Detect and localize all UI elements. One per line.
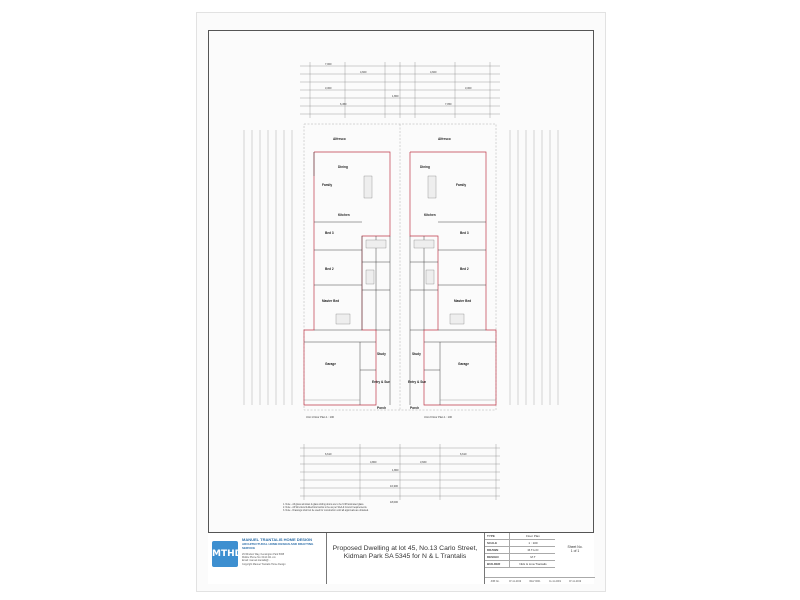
field-value: M.T [509,554,556,560]
dim-label: 4,800 [370,460,377,464]
title-fields: TYPE Floor Plan SCALE 1 : 100 DRAWN M.T.… [484,533,595,584]
company-services: ARCHITECTURAL HOME DESIGN AND DRAFTING S… [242,542,314,550]
field-type: TYPE Floor Plan [485,533,555,540]
room-kitchen-left: Kitchen [338,213,350,217]
room-master-left: Master Bed [322,299,339,303]
dim-label: 6,610 [325,452,332,456]
room-alfresco-left: Alfresco [333,137,346,141]
dim-label: 1,800 [392,94,399,98]
sheet-number: Sheet No. 1 of 1 [557,545,593,553]
room-dining-left: Dining [338,165,348,169]
room-family-left: Family [322,183,332,187]
room-family-right: Family [456,183,466,187]
revision-cell: 07-11-2019 [508,580,522,583]
room-bed3-left: Bed 3 [325,231,334,235]
room-bed2-right: Bed 2 [460,267,469,271]
fixtures [335,175,465,325]
field-builder: BUILDER Nick & Lina Trantalis [485,561,555,568]
project-line: Proposed Dwelling at lot 45, No.13 Carlo… [332,545,478,552]
unit-left-label: Unit 1 Floor Plan 1 : 100 [306,415,335,419]
room-porch-left: Porch [377,406,386,410]
room-garage-left: Garage [325,362,336,366]
dim-label: 3,300 [465,86,472,90]
note-line: 1. Note - All glass windows & glass slid… [283,504,365,506]
dim-label: 4,600 [360,70,367,74]
room-garage-right: Garage [458,362,469,366]
sheet-value: 1 of 1 [570,549,580,553]
room-bed3-right: Bed 3 [460,231,469,235]
side-dimension-lines [243,130,559,405]
dim-label: 18,000 [390,500,398,504]
dim-label: 4,600 [430,70,437,74]
field-key: TYPE [487,534,495,538]
note-line: 3. Note - Drawings shall not be used for… [283,510,369,513]
field-key: DESIGN [487,555,499,559]
revision-row: JOB No. 07-11-2019 REV 0001 11-11-2019 07-11… [485,577,595,585]
company-name: MANUEL TRANTALIS HOME DESIGN [242,537,313,542]
field-key: SCALE [487,541,498,545]
drawing-notes: 1. Note - All glass windows & glass slid… [283,504,533,514]
drawing-sheet [196,12,606,592]
room-labels-left: Alfresco Dining Family Kitchen Bed 3 Bed… [322,137,390,410]
room-kitchen-right: Kitchen [424,213,436,217]
contact-line: 29 Windsor Way, Kensington Park 5068 [242,553,285,556]
unit-left [303,151,391,406]
interior-walls-left [304,152,391,405]
unit-right [409,151,497,406]
revision-cell: REV 0001 [529,580,541,583]
project-title: Proposed Dwelling at lot 45, No.13 Carlo… [330,545,480,561]
dim-label: 16,300 [390,484,398,488]
revision-cell: JOB No. [490,580,500,583]
contact-line: Mobile Phone No: 0412 211 xxx [242,556,276,560]
room-labels-right: Alfresco Dining Family Kitchen Bed 3 Bed… [408,137,471,410]
field-value: M.T.H.D [509,547,556,553]
field-key: BUILDER [487,562,501,566]
field-design: DESIGN M.T [485,554,555,561]
project-line: Kidman Park SA 5345 for N & L Trantalis [343,553,467,560]
field-drawn: DRAWN M.T.H.D [485,547,555,554]
dim-label: 7,050 [445,102,452,106]
bottom-dimension-text: 6,610 6,610 4,800 3,660 1,800 16,300 18,… [325,452,467,504]
dim-label: 3,300 [325,86,332,90]
dim-label: 1,800 [392,468,399,472]
dim-label: 3,660 [420,460,427,464]
field-value: Nick & Lina Trantalis [509,561,556,567]
dim-label: 6,610 [460,452,467,456]
unit-right-label: Unit 2 Floor Plan 1 : 100 [424,415,453,419]
field-scale: SCALE 1 : 100 [485,540,555,547]
note-line: 2. Note - All Structural & Electrical wo… [283,507,368,510]
company-cell: MTHD MANUEL TRANTALIS HOME DESIGN ARCHIT… [208,533,327,584]
field-value: 1 : 100 [509,540,556,546]
company-contact: 29 Windsor Way, Kensington Park 5068 Mob… [242,553,322,566]
dim-label: 6,450 [340,102,347,106]
room-alfresco-right: Alfresco [438,137,451,141]
bottom-dimension-lines [300,444,500,500]
field-key: DRAWN [487,548,499,552]
room-master-right: Master Bed [454,299,471,303]
sheet-label: Sheet No. [567,545,583,549]
dim-label: 7,000 [325,62,332,66]
room-bed2-left: Bed 2 [325,267,334,271]
interior-walls-right [409,221,496,405]
contact-line: Copyright Manuel Trantalis Home Design [242,562,286,566]
contact-line: Email: manuel.trantalis@... [242,559,271,563]
company-logo: MTHD [212,541,242,567]
room-study-right: Study [412,352,421,356]
room-porch-right: Porch [410,406,419,410]
top-dimension-lines [300,62,500,118]
room-dining-right: Dining [420,165,430,169]
room-entry-left: Entry & Sun [372,380,390,384]
room-study-left: Study [377,352,386,356]
revision-cell: 07-11-2019 [568,580,582,583]
title-block: MTHD MANUEL TRANTALIS HOME DESIGN ARCHIT… [208,532,595,584]
top-dimension-text: 7,000 4,600 4,600 3,300 3,300 1,800 6,45… [325,62,472,106]
room-entry-right: Entry & Sun [408,380,426,384]
field-value: Floor Plan [509,533,556,539]
revision-cell: 11-11-2019 [549,580,561,583]
